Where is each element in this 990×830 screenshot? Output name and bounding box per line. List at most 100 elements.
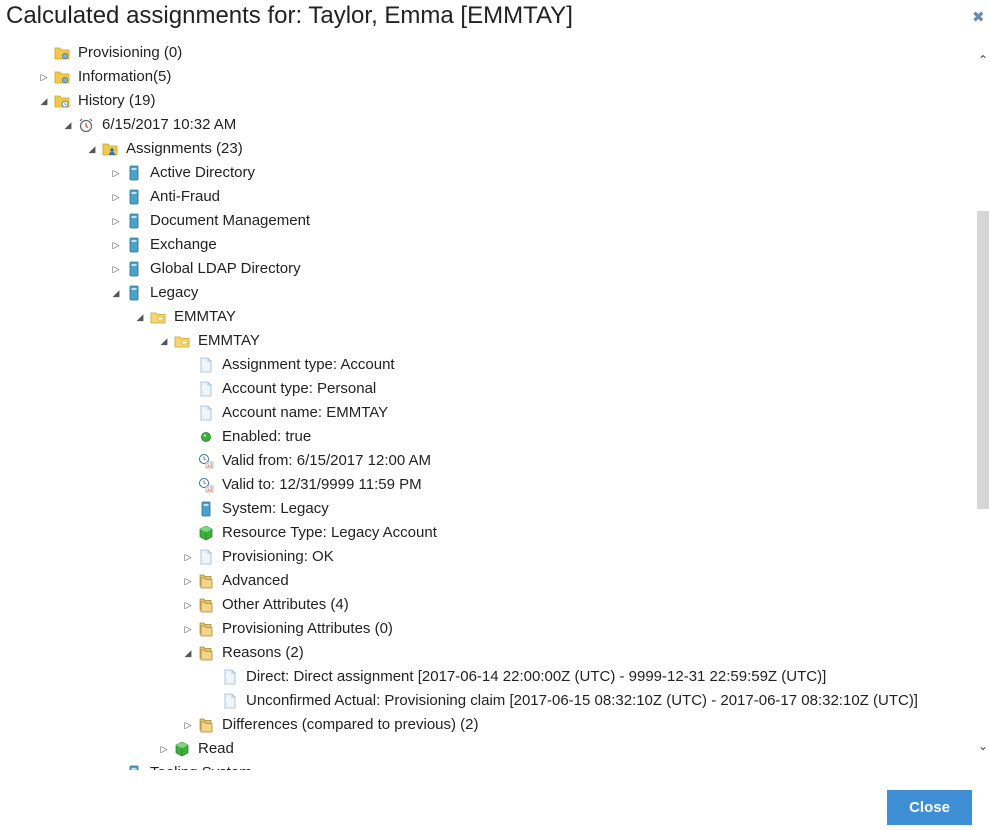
collapse-triangle-icon[interactable]: ◢: [112, 288, 120, 298]
scroll-up-chevron-icon[interactable]: ⌃: [977, 53, 989, 67]
tree-node-label: Valid to: 12/31/9999 11:59 PM: [222, 476, 422, 493]
expander-spacer: [182, 521, 194, 545]
close-button[interactable]: Close: [887, 790, 972, 825]
expand-triangle-icon[interactable]: ▷: [160, 744, 168, 754]
tree-scrollbar[interactable]: ⌃ ⌄: [976, 41, 990, 770]
collapse-triangle-icon[interactable]: ◢: [160, 336, 168, 346]
tree-node-label: Advanced: [222, 572, 289, 589]
tree-node-label: Provisioning Attributes (0): [222, 620, 393, 637]
expander-spacer: [182, 353, 194, 377]
folder-gear-icon: [54, 69, 70, 85]
tree-node-label: 6/15/2017 10:32 AM: [102, 116, 237, 133]
tree-node-label: Provisioning: OK: [222, 548, 334, 565]
tree-node-label: Unconfirmed Actual: Provisioning claim […: [246, 692, 918, 709]
expand-triangle-icon[interactable]: ▷: [112, 216, 120, 226]
tree-node-label: Enabled: true: [222, 428, 312, 445]
tree-node-label: Document Management: [150, 212, 311, 229]
folder-users-icon: [102, 141, 118, 157]
tree-node-label: EMMTAY: [198, 332, 260, 349]
expand-triangle-icon[interactable]: ▷: [112, 168, 120, 178]
folder-stack-icon: [198, 645, 214, 661]
folder-stack-icon: [198, 597, 214, 613]
collapse-triangle-icon[interactable]: ◢: [40, 96, 48, 106]
tree-node-label: Legacy: [150, 284, 199, 301]
document-icon: [222, 693, 238, 709]
expand-triangle-icon[interactable]: ▷: [112, 264, 120, 274]
green-cube-icon: [198, 525, 214, 541]
account-folder-icon: [150, 309, 166, 325]
expander-spacer: [206, 689, 218, 713]
expander-spacer: [182, 473, 194, 497]
tree-node-label: Active Directory: [150, 164, 256, 181]
tree-node-label: Valid from: 6/15/2017 12:00 AM: [222, 452, 432, 469]
expand-triangle-icon[interactable]: ▷: [112, 192, 120, 202]
document-icon: [198, 549, 214, 565]
tree-node-label: Assignment type: Account: [222, 356, 395, 373]
system-server-icon: [126, 213, 142, 229]
tree-node-label: Anti-Fraud: [150, 188, 221, 205]
expander-spacer: [182, 377, 194, 401]
folder-stack-icon: [198, 717, 214, 733]
tree-node-label: Tooling System: [150, 761, 252, 770]
tree-node-label: Global LDAP Directory: [150, 260, 301, 277]
document-icon: [198, 357, 214, 373]
expand-triangle-icon[interactable]: ▷: [184, 600, 192, 610]
folder-stack-icon: [198, 573, 214, 589]
tree-node-label: EMMTAY: [174, 308, 236, 325]
expand-triangle-icon[interactable]: ▷: [184, 576, 192, 586]
tree-node-label: Reasons (2): [222, 644, 304, 661]
scroll-down-chevron-icon[interactable]: ⌄: [977, 739, 989, 753]
expand-triangle-icon[interactable]: ▷: [110, 761, 122, 770]
tree-node-label: Exchange: [150, 236, 217, 253]
assignment-tree: Provisioning (0) ▷ Information(5) ◢ History …: [0, 41, 976, 770]
expand-triangle-icon[interactable]: ▷: [184, 720, 192, 730]
calendar-clock-icon: 12: [198, 453, 214, 469]
alarm-clock-icon: [78, 117, 94, 133]
tree-node-label: Assignments (23): [126, 140, 243, 157]
tree-node-label: Direct: Direct assignment [2017-06-14 22…: [246, 668, 827, 685]
collapse-triangle-icon[interactable]: ◢: [136, 312, 144, 322]
system-server-icon: [126, 765, 142, 770]
svg-text:12: 12: [207, 487, 213, 493]
expander-spacer: [182, 425, 194, 449]
expand-triangle-icon[interactable]: ▷: [112, 240, 120, 250]
tree-node-label: Account type: Personal: [222, 380, 377, 397]
expander-spacer: [182, 497, 194, 521]
document-icon: [222, 669, 238, 685]
tree-node-label: Other Attributes (4): [222, 596, 349, 613]
document-icon: [198, 381, 214, 397]
tree-node-label: Read: [198, 740, 234, 757]
collapse-triangle-icon[interactable]: ◢: [88, 144, 96, 154]
folder-gear-icon: [54, 45, 70, 61]
svg-text:12: 12: [207, 463, 213, 469]
tree-node-label: Account name: EMMTAY: [222, 404, 389, 421]
tree-node-label: Provisioning (0): [78, 44, 183, 61]
green-cube-icon: [174, 741, 190, 757]
expand-triangle-icon[interactable]: ▷: [184, 624, 192, 634]
system-server-icon: [198, 501, 214, 517]
tree-node-label: Information(5): [78, 68, 172, 85]
tree-node-label: System: Legacy: [222, 500, 329, 517]
tree-node-label: Differences (compared to previous) (2): [222, 716, 479, 733]
system-server-icon: [126, 285, 142, 301]
document-icon: [198, 405, 214, 421]
dialog-title: Calculated assignments for: Taylor, Emma…: [6, 2, 573, 29]
close-icon[interactable]: ✖: [972, 9, 985, 26]
collapse-triangle-icon[interactable]: ◢: [184, 648, 192, 658]
folder-stack-icon: [198, 621, 214, 637]
tree-node-label: History (19): [78, 92, 156, 109]
scrollbar-thumb[interactable]: [977, 211, 989, 509]
calendar-clock-icon: 12: [198, 477, 214, 493]
expander-spacer: [182, 449, 194, 473]
system-server-icon: [126, 165, 142, 181]
account-folder-icon: [174, 333, 190, 349]
expander-spacer: [182, 401, 194, 425]
folder-clock-icon: [54, 93, 70, 109]
expand-triangle-icon[interactable]: ▷: [184, 552, 192, 562]
expand-triangle-icon[interactable]: ▷: [40, 72, 48, 82]
green-dot-icon: [198, 429, 214, 445]
expander-spacer: [38, 41, 50, 65]
collapse-triangle-icon[interactable]: ◢: [64, 120, 72, 130]
tree-node-label: Resource Type: Legacy Account: [222, 524, 437, 541]
system-server-icon: [126, 189, 142, 205]
